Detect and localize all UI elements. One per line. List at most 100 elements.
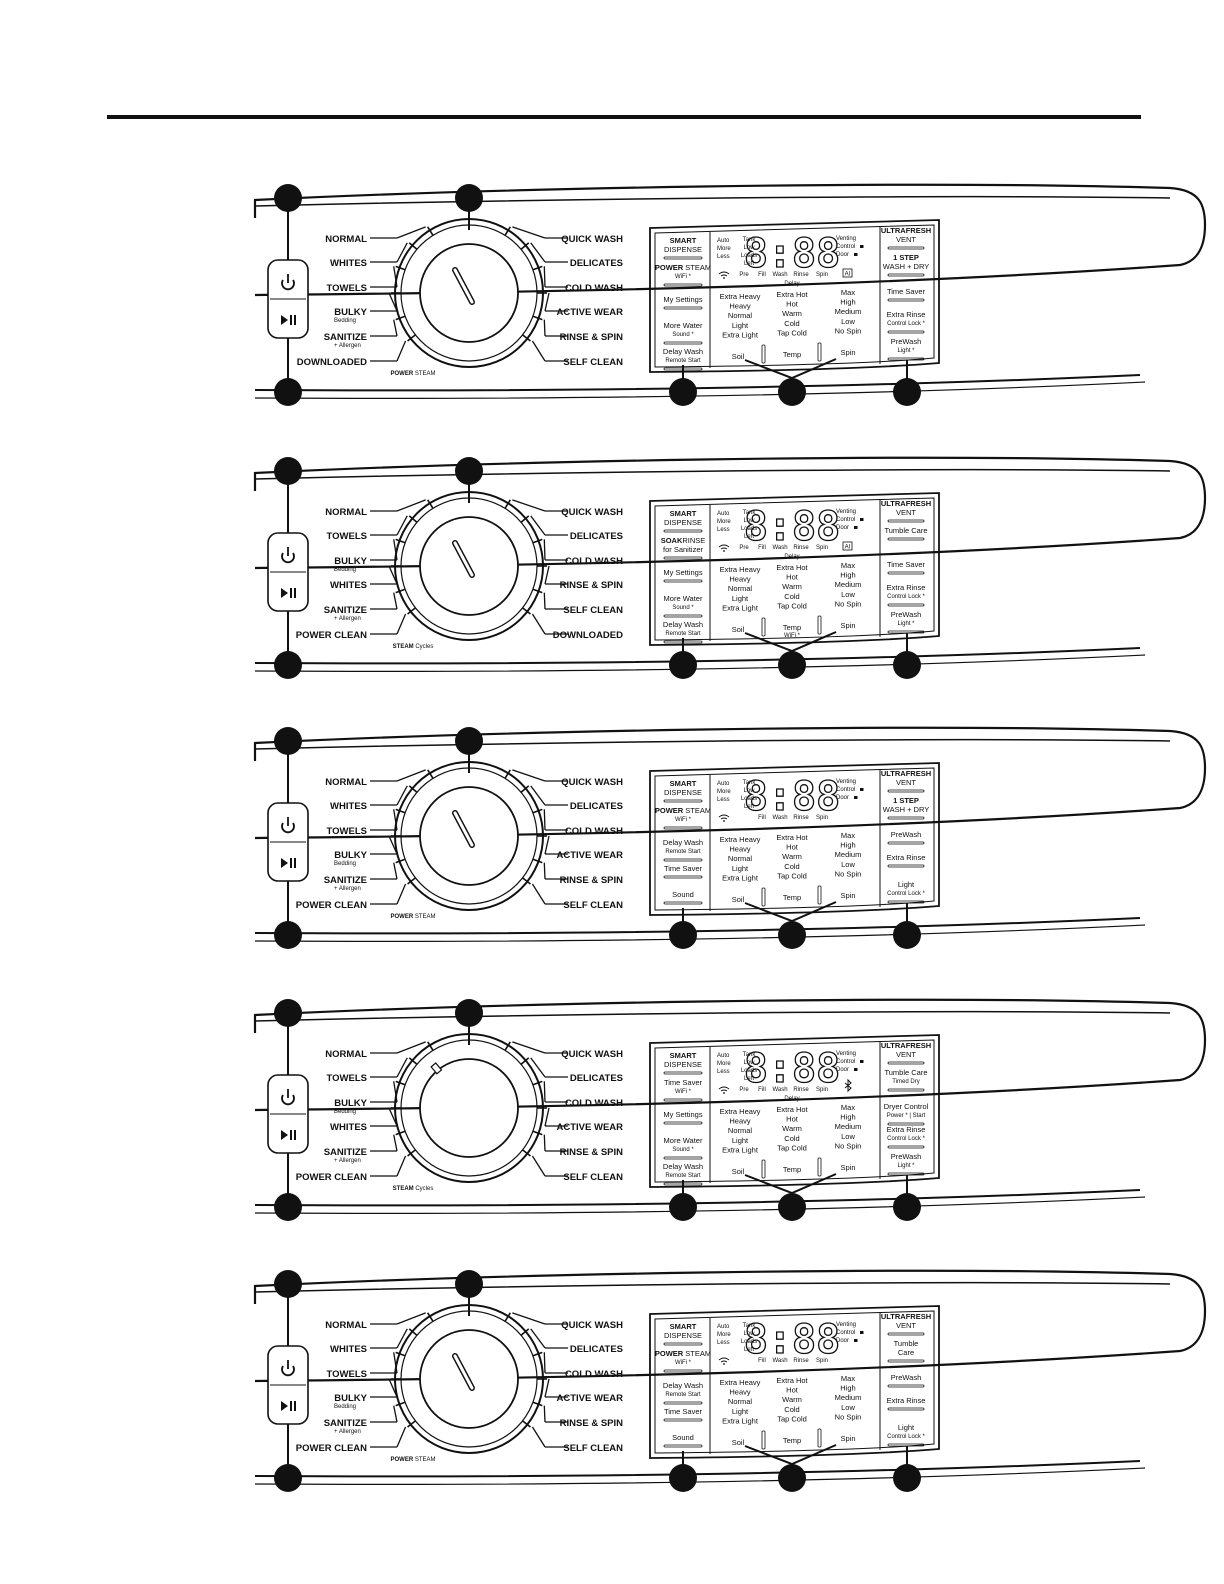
option-button-right-2[interactable]: Tumble Care: [884, 526, 928, 541]
cycle-status-pre: Pre: [739, 1087, 749, 1093]
cycle-leader-line: [543, 539, 546, 561]
cycle-label-downloaded: DOWNLOADED: [553, 630, 623, 641]
option-sublabel: Control Lock *: [887, 594, 925, 600]
dial-tick: [532, 1130, 543, 1136]
soil-button: Soil: [732, 1438, 745, 1447]
option-label: Dryer Control: [884, 1102, 929, 1111]
option-button-left-4[interactable]: Time Saver: [663, 1407, 703, 1422]
callout-marker-5: [778, 651, 806, 679]
power-button[interactable]: [281, 274, 295, 291]
spin-button: Spin: [840, 1434, 855, 1443]
dial-tick: [532, 808, 543, 814]
display-outline: [649, 1034, 940, 1188]
cycle-label-normal: NORMAL: [325, 1049, 367, 1060]
dial-tick: [504, 769, 512, 779]
option-button-right-3[interactable]: PreWash: [887, 1373, 925, 1388]
start-pause-button[interactable]: [281, 1401, 296, 1411]
option-button-left-5[interactable]: Sound: [663, 1433, 703, 1448]
option-button-right-3[interactable]: PreWash: [887, 830, 925, 845]
cycle-label-delicates: DELICATES: [570, 1344, 623, 1355]
option-button-left-3[interactable]: My Settings: [663, 1110, 703, 1125]
display-indicator: Control: [836, 1059, 855, 1065]
option-led: [663, 858, 703, 862]
soil-level: Extra Heavy: [720, 1378, 761, 1387]
cycle-leader-line: [544, 565, 550, 585]
display-indicator: Loads: [741, 796, 757, 802]
cycle-leader-line: [393, 1352, 398, 1374]
soil-level: Normal: [728, 854, 753, 863]
display-indicator: More: [717, 1332, 731, 1338]
callout-marker-3: [274, 651, 302, 679]
option-button-right-4[interactable]: Extra Rinse: [887, 1396, 926, 1411]
cycle-label-sanitize: SANITIZE: [324, 1147, 367, 1158]
power-button[interactable]: [281, 1360, 295, 1377]
power-button[interactable]: [281, 547, 295, 564]
cycle-leader-line: [396, 226, 426, 239]
option-button-left-4[interactable]: Time Saver: [663, 864, 703, 879]
start-pause-button[interactable]: [281, 858, 296, 868]
option-label: VENT: [896, 778, 916, 787]
option-label: Time Saver: [664, 1078, 703, 1087]
display-outline: [649, 492, 940, 646]
cycle-label-cold-wash: COLD WASH: [565, 1098, 623, 1109]
option-led: [663, 556, 703, 560]
start-pause-button[interactable]: [281, 588, 296, 598]
option-button-left-3[interactable]: My Settings: [663, 295, 703, 310]
power-button[interactable]: [281, 817, 295, 834]
lock-icon: [860, 1331, 864, 1334]
option-button-left-5[interactable]: Sound: [663, 890, 703, 905]
cycle-leader-line: [388, 1107, 398, 1127]
display-indicator: Loads: [741, 526, 757, 532]
temp-button: Temp: [783, 623, 801, 632]
option-led: [663, 1418, 703, 1422]
option-led: [663, 901, 703, 905]
start-pause-button[interactable]: [281, 1130, 296, 1140]
cycle-status-pre: Pre: [739, 545, 749, 551]
spin-level: No Spin: [835, 1141, 862, 1150]
start-pause-button[interactable]: [281, 315, 296, 325]
option-label: VENT: [896, 235, 916, 244]
option-button-left-3[interactable]: My Settings: [663, 568, 703, 583]
power-button[interactable]: [281, 1089, 295, 1106]
pause-icon-bar: [290, 1401, 292, 1411]
option-button-right-3[interactable]: Time Saver: [887, 560, 926, 575]
lock-icon: [860, 1060, 864, 1063]
option-button-right-4[interactable]: Extra Rinse: [887, 853, 926, 868]
cycle-leader-line: [393, 266, 398, 288]
cycle-selector-knob[interactable]: [419, 1058, 519, 1158]
option-button-right-3[interactable]: Time Saver: [887, 287, 926, 302]
